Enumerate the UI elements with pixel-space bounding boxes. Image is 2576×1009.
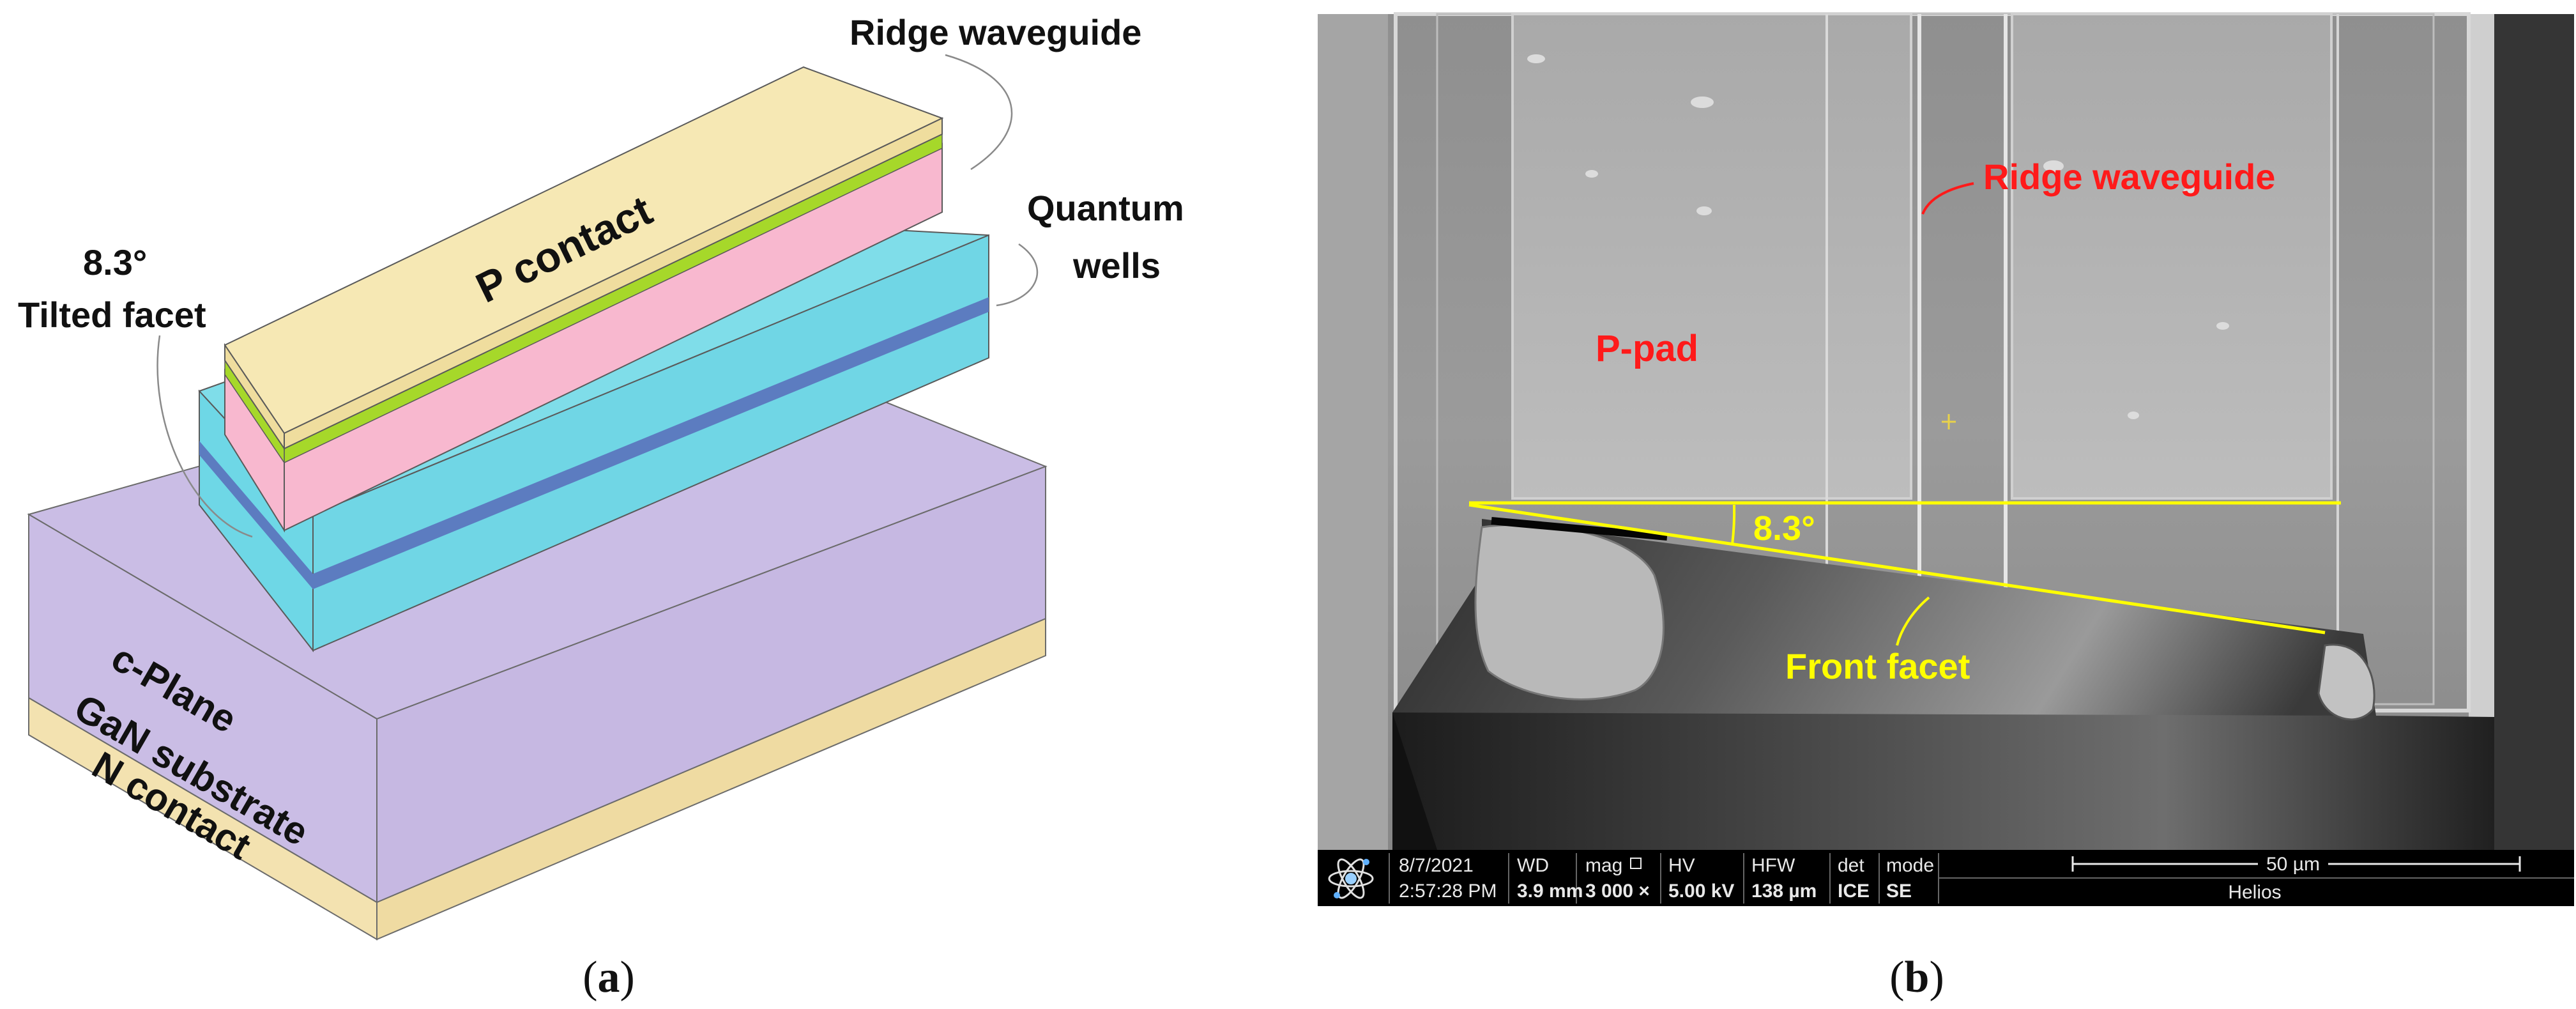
quantum-wells-side xyxy=(313,297,989,589)
sem-label-p-pad: P-pad xyxy=(1596,328,1698,369)
p-contact-facet xyxy=(224,343,285,451)
scale-label-bg xyxy=(2258,854,2328,873)
p-pad-left xyxy=(1511,13,1912,500)
sem-right-dark-edge xyxy=(2494,14,2574,850)
caption-a: (a) xyxy=(583,953,635,1002)
label-tilted-facet: Tilted facet xyxy=(18,295,206,335)
facet-top-shadow xyxy=(1491,517,1668,541)
substrate-right xyxy=(376,465,1046,904)
pad-speckles xyxy=(1527,54,2229,419)
info-det-value: ICE xyxy=(1838,881,1870,902)
caption-a-letter: a xyxy=(598,953,620,1002)
p-pad-right xyxy=(2011,13,2333,500)
sem-label-angle: 8.3° xyxy=(1753,509,1815,548)
sem-logo-icon xyxy=(1328,858,1374,899)
info-mag-square-icon xyxy=(1630,858,1642,869)
info-wd-label: WD xyxy=(1517,855,1549,876)
leader-quantum-wells xyxy=(996,243,1039,307)
tilted-facet-line xyxy=(1468,503,2326,635)
leader-tilted-facet xyxy=(156,335,253,538)
info-det-label: det xyxy=(1838,855,1864,876)
info-date: 8/7/2021 xyxy=(1399,855,1474,876)
label-tilt-angle: 8.3° xyxy=(83,242,147,282)
info-mode-value: SE xyxy=(1886,881,1912,902)
sem-info-separators xyxy=(1389,853,2574,904)
info-instrument: Helios xyxy=(2228,882,2281,903)
caption-b-letter: b xyxy=(1905,953,1930,1002)
caption-b: (b) xyxy=(1889,953,1944,1002)
info-wd-value: 3.9 mm xyxy=(1517,881,1583,902)
sem-right-bright-edge xyxy=(2469,14,2494,850)
angle-arc xyxy=(1731,504,1736,545)
leader-ridge-waveguide xyxy=(945,54,1013,171)
panel-b-sem-image: Ridge waveguide P-pad 8.3° Front facet 8… xyxy=(1318,12,2574,1002)
sem-label-front-facet: Front facet xyxy=(1785,646,1970,686)
info-hfw-value: 138 µm xyxy=(1751,881,1817,902)
info-hv-label: HV xyxy=(1668,855,1695,876)
info-hfw-label: HFW xyxy=(1751,855,1795,876)
leader-sem-front-facet xyxy=(1896,596,1930,646)
rough-facet-surface xyxy=(1474,523,1665,700)
info-mag-value: 3 000 × xyxy=(1585,881,1650,902)
pit-bottom xyxy=(1392,712,2494,850)
info-hv-value: 5.00 kV xyxy=(1668,881,1734,902)
sem-label-ridge-waveguide: Ridge waveguide xyxy=(1983,157,2275,197)
info-time: 2:57:28 PM xyxy=(1399,881,1497,902)
pit-dark-wedge xyxy=(1392,712,1437,850)
crosshair-marker xyxy=(1942,414,1956,429)
label-quantum: Quantum xyxy=(1027,188,1184,228)
label-wells: wells xyxy=(1072,245,1161,286)
info-mode-label: mode xyxy=(1886,855,1934,876)
quantum-wells-facet xyxy=(199,441,313,589)
leader-sem-ridge xyxy=(1921,182,1974,215)
rough-facet-right xyxy=(2317,643,2375,721)
panel-a-diagram: Ridge waveguide Quantum wells 8.3° Tilte… xyxy=(18,12,1184,1002)
sem-left-edge xyxy=(1318,14,1388,850)
label-ridge-waveguide: Ridge waveguide xyxy=(850,12,1141,52)
info-scale-label: 50 µm xyxy=(2266,854,2320,875)
sem-info-text: 8/7/2021 2:57:28 PM WD 3.9 mm mag 3 000 … xyxy=(1399,855,2282,903)
info-mag-label: mag xyxy=(1585,855,1622,876)
